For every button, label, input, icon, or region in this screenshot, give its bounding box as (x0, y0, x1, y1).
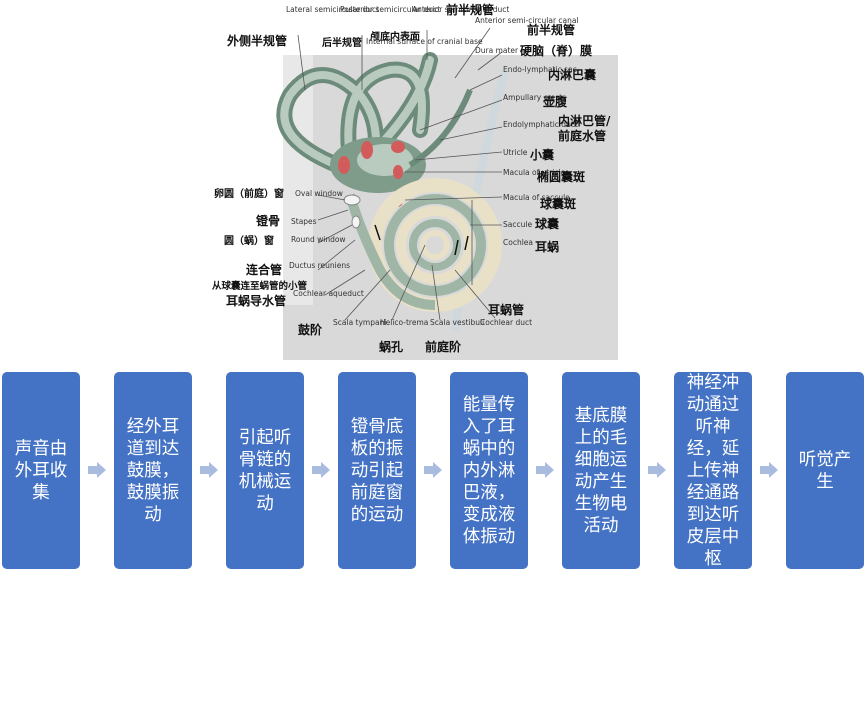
arrow-right-icon (312, 462, 330, 478)
label-oval-en: Oval window (295, 189, 343, 198)
label-oval-zh: 卵圆（前庭）窗 (214, 187, 284, 200)
arrow-right-icon (200, 462, 218, 478)
label-posterior-en: Posterior semicircular duct (340, 5, 440, 14)
label-ampulla-zh: 壶腹 (543, 94, 568, 109)
flow-arrows (374, 224, 469, 256)
label-macula-utricle-zh: 椭圆囊斑 (537, 169, 585, 184)
label-utricle-en: Utricle (503, 148, 528, 157)
label-stapes-zh: 镫骨 (256, 213, 280, 228)
label-ductus-zh: 连合管 (246, 262, 282, 277)
label-cochlear-duct-en: Cochlear duct (480, 318, 532, 327)
label-saccule-zh: 球囊 (535, 216, 560, 231)
label-cochlear-duct-zh: 耳蜗管 (488, 302, 524, 317)
label-anterior-canal-zh: 前半规管 (527, 22, 575, 37)
label-scala-tympani-zh: 鼓阶 (298, 322, 323, 337)
label-ampullary-en: Ampullary crests (503, 93, 566, 102)
step-7-box: 神经冲动通过听神经，延上传神经通路到达听皮层中枢 (674, 372, 752, 569)
label-anterior-en: Anterior semicircular duct (412, 5, 509, 14)
arrow-right-icon (88, 462, 106, 478)
inner-ear-diagram: Lateral semicircular duct Posterior semi… (212, 2, 618, 360)
label-ductus-desc-zh: 从球囊连至蜗管的小管 (212, 280, 308, 292)
label-round-zh: 圆（蜗）窗 (224, 234, 274, 247)
label-macula-saccule-zh: 球囊斑 (540, 196, 576, 211)
label-macula-saccule-en: Macula of saccule (503, 193, 570, 202)
label-helicotrema-en: Helico-trema (380, 318, 428, 327)
label-internal-en: Internal surface of cranial base (366, 37, 483, 46)
label-ductus-en: Ductus reuniens (289, 261, 350, 270)
label-anterior-zh: 前半规管 (446, 2, 494, 17)
label-cochlear-aq-en: Cochlear aqueduct (293, 289, 364, 298)
label-stapes-en: Stapes (291, 217, 317, 226)
arrow-right-icon (760, 462, 778, 478)
label-dura-en: Dura mater (475, 46, 519, 55)
hearing-process-flow: 声音由外耳收集 经外耳道到达鼓膜，鼓膜振动 引起听骨链的机械运动 镫骨底板的振动… (0, 370, 866, 570)
label-endo-duct-zh-1: 内淋巴管/ (558, 113, 611, 128)
step-3-box: 引起听骨链的机械运动 (226, 372, 304, 569)
arrow-right-icon (424, 462, 442, 478)
label-lateral-en: Lateral semicircular duct (286, 5, 379, 14)
step-1-box: 声音由外耳收集 (2, 372, 80, 569)
label-saccule-en: Saccule (503, 220, 532, 229)
label-endo-duct-zh-2: 前庭水管 (558, 128, 606, 143)
step-4-box: 镫骨底板的振动引起前庭窗的运动 (338, 372, 416, 569)
label-anterior-canal-en: Anterior semi-circular canal (475, 16, 579, 25)
label-cochlear-aq-zh: 耳蜗导水管 (226, 293, 286, 308)
label-cochlea-en: Cochlea (503, 238, 533, 247)
step-8-box: 听觉产生 (786, 372, 864, 569)
step-5-box: 能量传入了耳蜗中的内外淋巴液，变成液体振动 (450, 372, 528, 569)
label-round-en: Round window (291, 235, 346, 244)
label-scala-vestibuli-en: Scala vestibuli (430, 318, 484, 327)
round-window (351, 215, 361, 229)
label-endo-sac-zh: 内淋巴囊 (548, 67, 597, 82)
pointer-lines (297, 27, 503, 321)
label-scala-vestibuli-zh: 前庭阶 (425, 339, 462, 354)
label-helicotrema-zh: 蜗孔 (379, 339, 403, 354)
step-2-box: 经外耳道到达鼓膜，鼓膜振动 (114, 372, 192, 569)
label-endo-duct-en: Endolymphatic duct (503, 120, 578, 129)
label-endo-sac-en: Endo-lymphatic sac (503, 65, 577, 74)
label-cochlea-zh: 耳蜗 (535, 239, 559, 254)
cochlear-duct (345, 193, 436, 310)
label-lateral-zh: 外侧半规管 (227, 33, 287, 48)
arrow-right-icon (536, 462, 554, 478)
label-posterior-zh: 后半规管 (322, 36, 362, 49)
label-macula-utricle-en: Macula of utricle (503, 168, 566, 177)
step-6-box: 基底膜上的毛细胞运动产生生物电活动 (562, 372, 640, 569)
arrow-right-icon (648, 462, 666, 478)
label-internal-zh: 颅底内表面 (370, 30, 420, 43)
label-scala-tympani-en: Scala tympani (333, 318, 386, 327)
label-utricle-zh: 小囊 (530, 147, 555, 162)
stapes (343, 194, 361, 206)
label-dura-zh: 硬脑（脊）膜 (520, 43, 592, 58)
